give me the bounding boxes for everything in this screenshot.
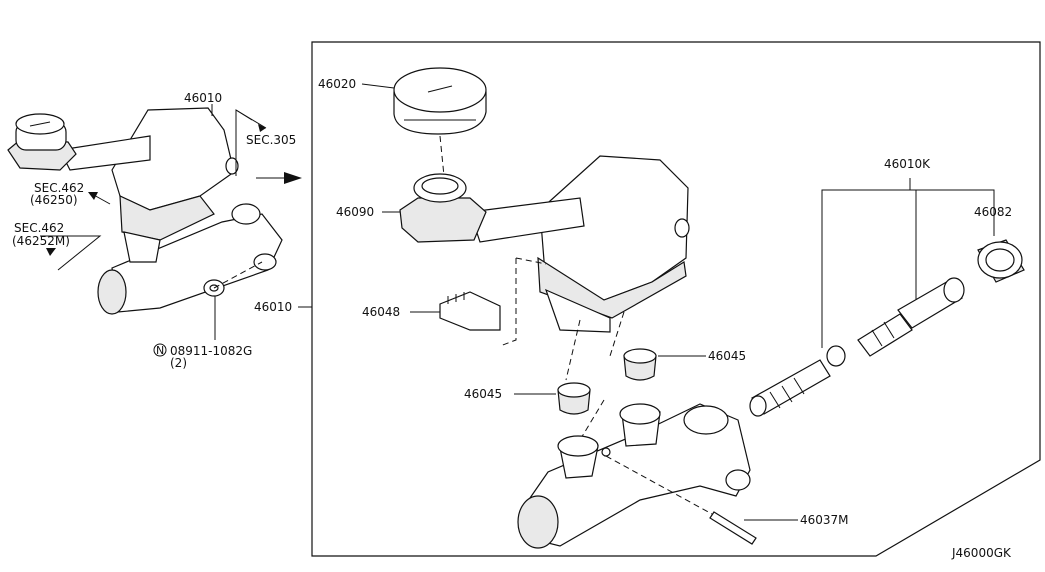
grommet-46045-lower xyxy=(514,382,591,415)
nut-callout: N 08911-1082G (2) xyxy=(153,343,252,370)
master-cylinder-body xyxy=(517,403,751,549)
sec-ref-462-b: SEC.462 xyxy=(14,221,64,235)
stopper-pin-46037M xyxy=(605,455,798,545)
part-label-46020: 46020 xyxy=(318,77,356,91)
sec-ref-462-b-sub: (46252M) xyxy=(12,234,70,248)
retainer-clip-46048 xyxy=(410,291,501,331)
left-master-cylinder-assembly xyxy=(7,104,302,340)
nut-part-number: 08911-1082G xyxy=(170,344,252,358)
part-label-46037M: 46037M xyxy=(800,513,849,527)
detail-frame xyxy=(311,41,1041,557)
reservoir-cap-46020 xyxy=(361,67,487,135)
sec-ref-462-a: SEC.462 xyxy=(34,181,84,195)
part-label-46010K: 46010K xyxy=(884,157,931,171)
diagram-code: J46000GK xyxy=(951,546,1012,560)
grommet-46045-upper xyxy=(623,348,706,381)
part-label-46045-upper: 46045 xyxy=(708,349,746,363)
detail-frame-label: 46010 xyxy=(254,300,292,314)
piston-kit-46010K xyxy=(749,178,995,417)
part-label-46090: 46090 xyxy=(336,205,374,219)
seal-ring-46082 xyxy=(977,239,1025,283)
sec-ref-462-a-sub: (46250) xyxy=(30,193,78,207)
part-label-46045-lower: 46045 xyxy=(464,387,502,401)
part-label-46082: 46082 xyxy=(974,205,1012,219)
nut-prefix-icon: N xyxy=(156,344,164,357)
left-assembly-part-number: 46010 xyxy=(184,91,222,105)
sec-ref-305: SEC.305 xyxy=(246,133,296,147)
reservoir-46090 xyxy=(382,155,690,333)
part-label-46048: 46048 xyxy=(362,305,400,319)
nut-quantity: (2) xyxy=(170,356,187,370)
